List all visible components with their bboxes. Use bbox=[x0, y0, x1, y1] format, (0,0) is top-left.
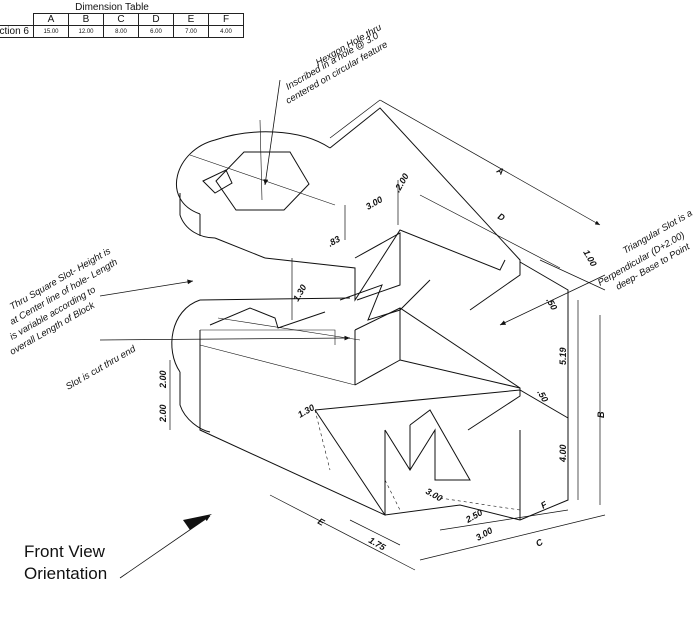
dim-1-30-a: 1.30 bbox=[291, 283, 308, 303]
leader-lines bbox=[99, 79, 606, 579]
front-view-orientation-label: Front View Orientation bbox=[24, 541, 107, 585]
dim-5-19: 5.19 bbox=[558, 347, 568, 365]
dimension-table-title: Dimension Table bbox=[75, 2, 149, 13]
table-cell: 6.00 bbox=[138, 25, 174, 38]
dimension-table-row: ection 6 15.00 12.00 8.00 6.00 7.00 4.00 bbox=[0, 25, 244, 38]
dim-E: E bbox=[316, 516, 327, 528]
dim-3-00-top: 3.00 bbox=[364, 194, 384, 211]
part-outline bbox=[171, 107, 569, 521]
dim-1-00: 1.00 bbox=[581, 248, 598, 268]
orientation-arrowhead bbox=[183, 514, 212, 530]
dim-A: A bbox=[494, 165, 505, 177]
dim-2-00-b: 2.00 bbox=[158, 404, 168, 423]
dim-0-50-a: .50 bbox=[544, 296, 559, 312]
notes: Hexgon Hole thru Inscribed in a hole @ 3… bbox=[8, 22, 694, 393]
dim-3-00-c: 3.00 bbox=[474, 525, 494, 542]
dimension-lines bbox=[169, 99, 606, 571]
orientation-line-1: Front View bbox=[24, 542, 105, 561]
table-cell: 4.00 bbox=[208, 25, 244, 38]
dim-0-50-b: .50 bbox=[535, 388, 550, 404]
dim-F: F bbox=[539, 499, 549, 511]
dim-C: C bbox=[534, 537, 545, 549]
dimension-table-grid: A B C D E F ection 6 15.00 12.00 8.00 6.… bbox=[0, 13, 244, 38]
dim-B: B bbox=[596, 411, 606, 418]
dim-2-00-a: 2.00 bbox=[158, 370, 168, 389]
dimension-table: Dimension Table A B C D E F ection 6 15.… bbox=[0, 2, 244, 38]
orientation-line-2: Orientation bbox=[24, 564, 108, 583]
dim-2-00-top: .2.00 bbox=[392, 172, 411, 194]
note-slot-cut: Slot is cut thru end bbox=[64, 343, 138, 392]
dim-4-00: 4.00 bbox=[558, 444, 568, 463]
dim-D: D bbox=[496, 211, 507, 223]
dim-1-30-b: 1.30 bbox=[296, 402, 316, 419]
dimension-labels: A D 1.00 3.00 .2.00 .83 1.30 1.30 2.00 2… bbox=[158, 165, 606, 553]
dim-0-83: .83 bbox=[326, 234, 342, 249]
dim-3-00-bottom: 3.00 bbox=[424, 486, 444, 503]
